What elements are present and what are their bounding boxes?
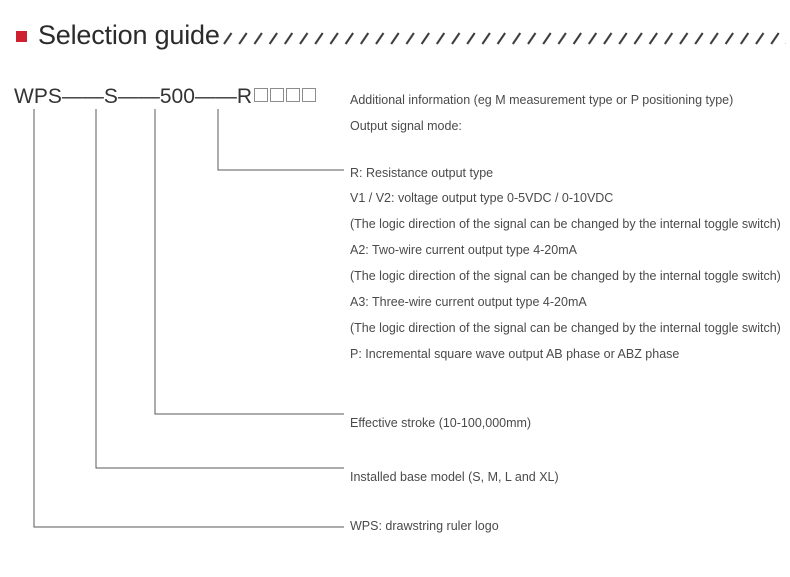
annotation-note-v-toggle: (The logic direction of the signal can b… (350, 217, 781, 231)
connector-effective-stroke-line (154, 109, 344, 415)
annotation-note-a2-toggle: (The logic direction of the signal can b… (350, 269, 781, 283)
annotation-output-a3: A3: Three-wire current output type 4-20m… (350, 295, 587, 309)
model-code-checkbox-3 (286, 88, 301, 102)
annotation-output-p: P: Incremental square wave output AB pha… (350, 347, 680, 361)
model-code-checkbox-2 (270, 88, 285, 102)
page-header: Selection guide (0, 0, 790, 70)
annotation-additional-information: Additional information (eg M measurement… (350, 93, 734, 107)
annotation-output-a2: A2: Two-wire current output type 4-20mA (350, 243, 577, 257)
model-code-text: WPS——S——500——R (14, 85, 253, 108)
annotation-output-signal-mode: Output signal mode: (350, 119, 462, 133)
model-code-string: WPS——S——500——R (14, 84, 317, 110)
annotation-output-r: R: Resistance output type (350, 166, 494, 180)
header-bullet-square-icon (16, 31, 27, 42)
annotation-wps-logo-meaning: WPS: drawstring ruler logo (350, 519, 499, 533)
annotation-list: Additional information (eg M measurement… (350, 0, 790, 577)
annotation-installed-base-model: Installed base model (S, M, L and XL) (350, 470, 559, 484)
connector-r-line (217, 109, 344, 171)
annotation-output-v1-v2: V1 / V2: voltage output type 0-5VDC / 0-… (350, 191, 614, 205)
annotation-note-a3-toggle: (The logic direction of the signal can b… (350, 321, 781, 335)
page-title: Selection guide (38, 20, 220, 50)
model-code-checkbox-1 (254, 88, 269, 102)
model-code-checkbox-4 (302, 88, 317, 102)
connector-installed-base-line (95, 109, 344, 469)
diagonal-hatch-rule-icon (222, 31, 786, 46)
connector-wps-line (33, 109, 344, 528)
annotation-effective-stroke: Effective stroke (10-100,000mm) (350, 416, 532, 430)
